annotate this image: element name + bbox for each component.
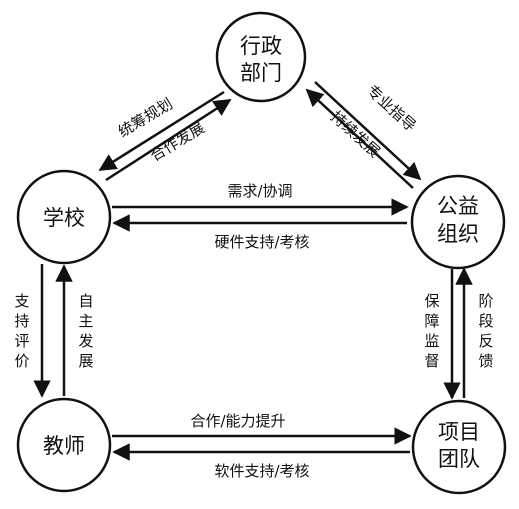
node-admin-circle bbox=[215, 11, 307, 103]
edge-label-ngo-team-right-char: 段 bbox=[478, 312, 493, 330]
edge-label-ngo-team-left-char: 保 bbox=[424, 292, 439, 310]
node-school-label: 学校 bbox=[43, 206, 85, 230]
edge-label-school-teacher-left-char: 价 bbox=[14, 352, 29, 370]
node-teacher: 教师 bbox=[16, 397, 112, 493]
arrows bbox=[33, 81, 473, 461]
arrow-school-to-admin bbox=[105, 98, 232, 182]
node-admin-label-line1: 行政 bbox=[240, 34, 282, 58]
edge-label-ngo-team-left-char: 监 bbox=[424, 332, 439, 350]
arrow-admin-to-school bbox=[98, 90, 225, 172]
node-admin-label-line2: 部门 bbox=[240, 61, 282, 85]
edge-label-ngo-team-left-char: 障 bbox=[424, 312, 439, 330]
edge-label-admin-ngo-inner: 持续发展 bbox=[327, 108, 384, 162]
edge-label-teacher-team-top: 合作/能力提升 bbox=[190, 412, 285, 430]
edge-label-school-teacher-right-char: 自 bbox=[78, 292, 93, 310]
node-admin: 行政 部门 bbox=[215, 11, 307, 103]
node-school-circle bbox=[16, 169, 112, 265]
edge-label-admin-school-inner: 合作发展 bbox=[147, 119, 208, 165]
node-team-label-line2: 团队 bbox=[438, 447, 480, 471]
node-ngo-label-line2: 组织 bbox=[437, 222, 479, 246]
node-team-label-line1: 项目 bbox=[438, 420, 480, 444]
edge-label-school-teacher-left-char: 持 bbox=[14, 312, 29, 330]
edge-label-school-ngo-top: 需求/协调 bbox=[227, 182, 292, 200]
node-teacher-circle bbox=[16, 397, 112, 493]
edge-label-school-teacher-left-char: 评 bbox=[14, 332, 29, 350]
edge-label-admin-school-outer: 统筹规划 bbox=[115, 95, 176, 141]
edge-label-school-teacher-left-char: 支 bbox=[14, 292, 29, 310]
edge-label-ngo-team-right-char: 馈 bbox=[478, 352, 493, 370]
node-teacher-label: 教师 bbox=[43, 434, 85, 458]
node-ngo-label-line1: 公益 bbox=[437, 194, 479, 218]
node-team: 项目 团队 bbox=[411, 399, 507, 495]
edge-label-school-teacher-right-char: 发 bbox=[78, 332, 93, 350]
edge-label-school-teacher-right-char: 展 bbox=[78, 352, 93, 370]
arrow-ngo-to-admin bbox=[305, 88, 414, 189]
edge-label-ngo-team-left-char: 督 bbox=[424, 352, 439, 370]
edge-label-ngo-team-right-char: 阶 bbox=[478, 292, 493, 310]
node-ngo: 公益 组织 bbox=[410, 174, 506, 270]
arrow-admin-to-ngo bbox=[314, 81, 422, 181]
edge-label-teacher-team-bottom: 软件支持/考核 bbox=[214, 462, 309, 480]
edge-label-ngo-team-right-char: 反 bbox=[478, 332, 493, 350]
edge-label-school-teacher-right-char: 主 bbox=[78, 312, 93, 330]
edge-label-school-ngo-bottom: 硬件支持/考核 bbox=[214, 233, 309, 251]
edge-label-admin-ngo-outer: 专业指导 bbox=[363, 82, 420, 136]
node-school: 学校 bbox=[16, 169, 112, 265]
node-team-circle bbox=[411, 399, 507, 495]
